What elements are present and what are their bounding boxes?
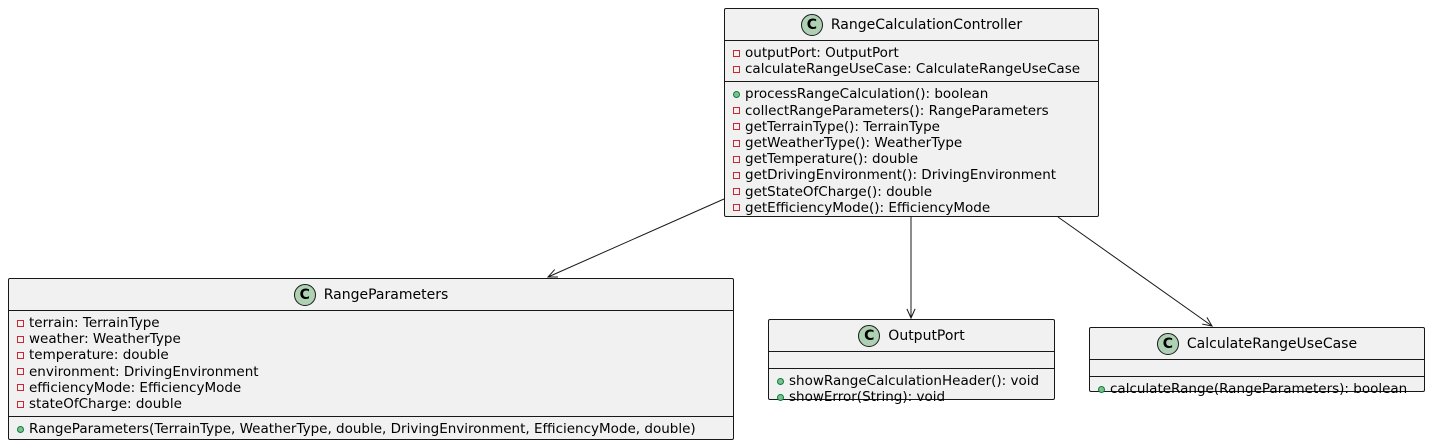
class-name: OutputPort xyxy=(888,327,965,344)
fields-section: terrain: TerrainType weather: WeatherTyp… xyxy=(9,310,733,416)
public-visibility-icon xyxy=(777,393,784,401)
class-calculate-range-use-case[interactable]: C CalculateRangeUseCase calculateRange(R… xyxy=(1089,327,1425,397)
method: processRangeCalculation(): boolean xyxy=(733,86,1092,102)
class-c-icon: C xyxy=(858,324,881,347)
arrowhead-icon xyxy=(906,308,916,320)
method: RangeParameters(TerrainType, WeatherType… xyxy=(17,421,727,437)
field: environment: DrivingEnvironment xyxy=(17,364,727,380)
private-visibility-icon xyxy=(733,123,740,131)
private-visibility-icon xyxy=(17,319,24,327)
class-range-calculation-controller[interactable]: C RangeCalculationController outputPort:… xyxy=(724,8,1099,217)
private-visibility-icon xyxy=(733,65,740,73)
field: outputPort: OutputPort xyxy=(733,45,1092,61)
class-header: C OutputPort xyxy=(769,320,1054,351)
field: calculateRangeUseCase: CalculateRangeUse… xyxy=(733,61,1092,77)
fields-section xyxy=(1090,359,1424,376)
class-name: CalculateRangeUseCase xyxy=(1186,335,1358,352)
public-visibility-icon xyxy=(733,90,740,98)
method: calculateRange(RangeParameters): boolean xyxy=(1098,381,1418,397)
association-arrow-controller-to-output xyxy=(906,217,916,320)
private-visibility-icon xyxy=(17,351,24,359)
method: getTemperature(): double xyxy=(733,151,1092,167)
fields-section: outputPort: OutputPort calculateRangeUse… xyxy=(725,40,1098,81)
class-header: C RangeParameters xyxy=(9,279,733,310)
class-c-icon: C xyxy=(1156,332,1179,355)
class-output-port[interactable]: C OutputPort showRangeCalculationHeader(… xyxy=(768,319,1055,405)
association-arrow-controller-to-usecase xyxy=(1057,216,1214,327)
method: getEfficiencyMode(): EfficiencyMode xyxy=(733,200,1092,216)
method: showError(String): void xyxy=(777,389,1048,405)
method: getTerrainType(): TerrainType xyxy=(733,119,1092,135)
private-visibility-icon xyxy=(733,155,740,163)
method: showRangeCalculationHeader(): void xyxy=(777,373,1048,389)
field: stateOfCharge: double xyxy=(17,396,727,412)
private-visibility-icon xyxy=(733,188,740,196)
method: getStateOfCharge(): double xyxy=(733,184,1092,200)
class-header: C CalculateRangeUseCase xyxy=(1090,328,1424,359)
private-visibility-icon xyxy=(17,384,24,392)
private-visibility-icon xyxy=(733,139,740,147)
private-visibility-icon xyxy=(733,49,740,57)
field: efficiencyMode: EfficiencyMode xyxy=(17,380,727,396)
private-visibility-icon xyxy=(733,204,740,212)
method: getWeatherType(): WeatherType xyxy=(733,135,1092,151)
class-name: RangeCalculationController xyxy=(830,16,1023,33)
private-visibility-icon xyxy=(17,400,24,408)
fields-section xyxy=(769,351,1054,368)
class-header: C RangeCalculationController xyxy=(725,9,1098,40)
public-visibility-icon xyxy=(17,425,24,433)
methods-section: showRangeCalculationHeader(): void showE… xyxy=(769,368,1054,409)
public-visibility-icon xyxy=(777,377,784,385)
arrowhead-icon xyxy=(1202,317,1214,327)
field: weather: WeatherType xyxy=(17,331,727,347)
association-line xyxy=(547,198,725,278)
methods-section: processRangeCalculation(): boolean colle… xyxy=(725,81,1098,220)
private-visibility-icon xyxy=(17,368,24,376)
class-range-parameters[interactable]: C RangeParameters terrain: TerrainType w… xyxy=(8,278,734,440)
association-line xyxy=(1057,216,1213,327)
field: terrain: TerrainType xyxy=(17,315,727,331)
private-visibility-icon xyxy=(733,171,740,179)
method: getDrivingEnvironment(): DrivingEnvironm… xyxy=(733,167,1092,183)
field: temperature: double xyxy=(17,347,727,363)
public-visibility-icon xyxy=(1098,385,1105,393)
methods-section: calculateRange(RangeParameters): boolean xyxy=(1090,376,1424,401)
method: collectRangeParameters(): RangeParameter… xyxy=(733,103,1092,119)
private-visibility-icon xyxy=(733,107,740,115)
association-arrow-controller-to-params xyxy=(546,198,725,278)
class-c-icon: C xyxy=(800,13,823,36)
private-visibility-icon xyxy=(17,335,24,343)
methods-section: RangeParameters(TerrainType, WeatherType… xyxy=(9,416,733,441)
arrowhead-icon xyxy=(546,269,559,278)
class-name: RangeParameters xyxy=(323,286,449,303)
class-c-icon: C xyxy=(293,283,316,306)
